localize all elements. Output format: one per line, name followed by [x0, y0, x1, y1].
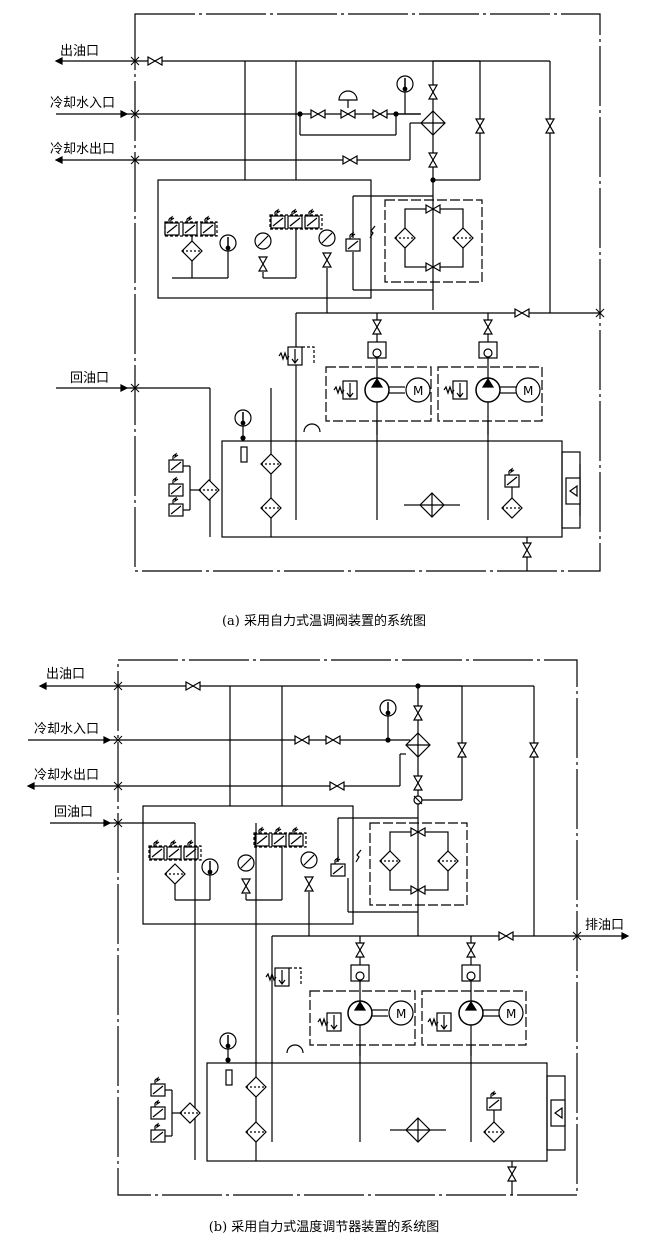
label-cooling-water-outlet-a: 冷却水出口 — [50, 142, 115, 157]
diagram-b — [26, 659, 630, 1196]
caption-a: (a) 采用自力式温调阀装置的系统图 — [221, 614, 427, 629]
label-cooling-water-inlet-b: 冷却水入口 — [34, 722, 99, 737]
diagram-a — [54, 13, 605, 572]
motor-label-a2: M — [523, 384, 533, 398]
motor-label-b1: M — [396, 1007, 406, 1021]
label-oil-outlet-a: 出油口 — [60, 44, 99, 59]
label-oil-return-a: 回油口 — [70, 371, 109, 386]
label-cooling-water-outlet-b: 冷却水出口 — [34, 768, 99, 783]
motor-label-a1: M — [413, 384, 423, 398]
motor-label-b2: M — [506, 1007, 516, 1021]
label-oil-return-b: 回油口 — [54, 805, 93, 820]
label-cooling-water-inlet-a: 冷却水入口 — [50, 96, 115, 111]
caption-b: (b) 采用自力式温度调节器装置的系统图 — [208, 1220, 440, 1235]
label-oil-drain-b: 排油口 — [585, 918, 624, 933]
label-oil-outlet-b: 出油口 — [46, 667, 85, 682]
